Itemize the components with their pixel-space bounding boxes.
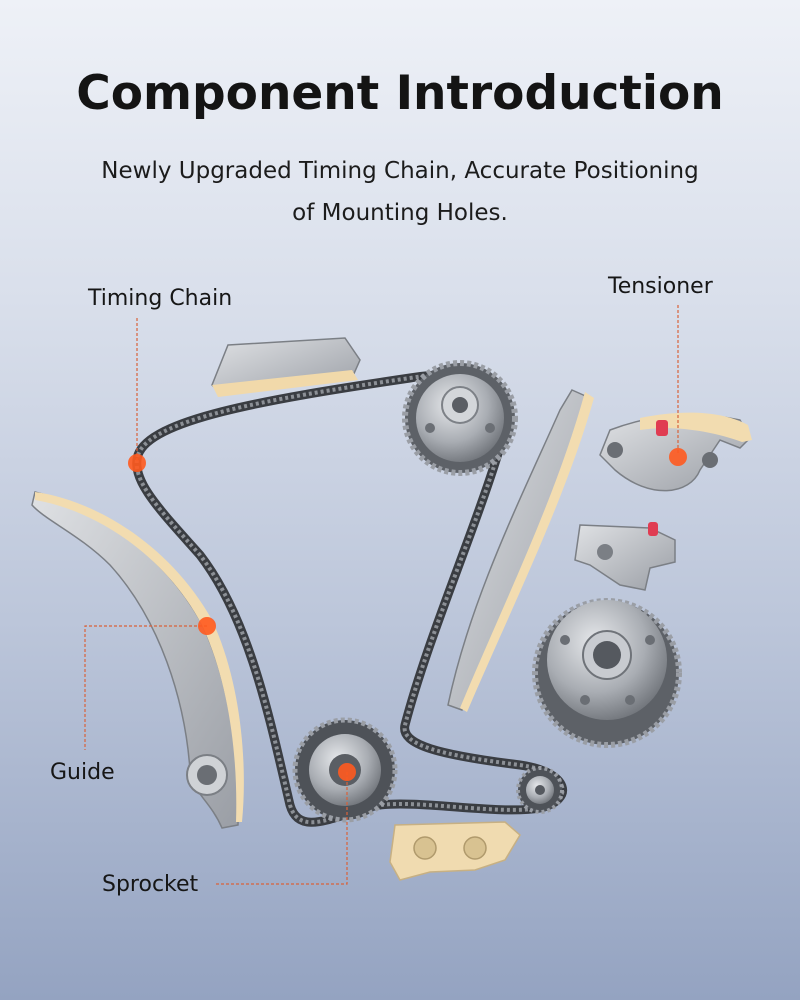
lower-guide-block [389, 821, 521, 881]
subtitle-line-2: of Mounting Holes. [292, 200, 508, 226]
sprocket-dot [338, 763, 356, 781]
accent-dots [128, 448, 687, 781]
callout-guide: Guide [50, 760, 115, 785]
sprocket-leader [215, 772, 348, 885]
timing-chain-dot [128, 454, 146, 472]
upper-guide-rail [211, 337, 361, 397]
subtitle-line-1: Newly Upgraded Timing Chain, Accurate Po… [101, 158, 699, 184]
page-subtitle: Newly Upgraded Timing Chain, Accurate Po… [90, 150, 710, 234]
guide-leader [84, 625, 207, 750]
callout-sprocket: Sprocket [102, 872, 199, 897]
guide-dot [198, 617, 216, 635]
tensioner-dot [669, 448, 687, 466]
callout-timing-chain: Timing Chain [88, 286, 233, 311]
leader-lines [84, 305, 679, 885]
vtc-actuator [532, 598, 682, 748]
left-guide [31, 491, 244, 829]
cam-sprocket-top [402, 360, 518, 476]
tensioner-piston [574, 522, 676, 591]
page-title: Component Introduction [76, 66, 724, 121]
idler-sprocket [516, 766, 564, 814]
right-guide [447, 389, 594, 712]
callout-tensioner: Tensioner [608, 274, 713, 299]
